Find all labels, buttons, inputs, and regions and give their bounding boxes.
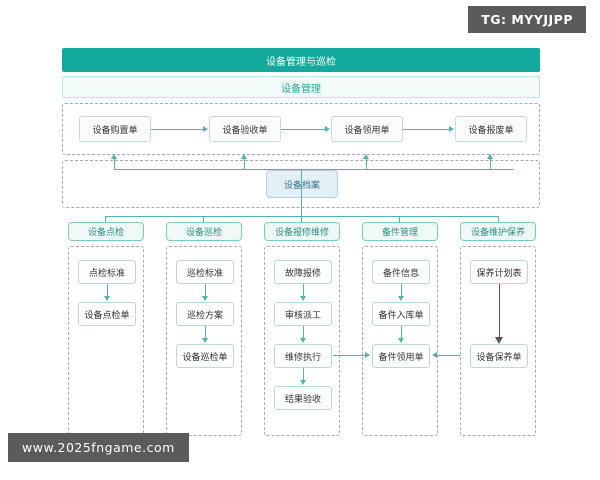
columns-zone: 设备点检 点检标准 设备点检单 设备巡检 巡检标准 巡检方案 设备巡检单 设备报…: [62, 216, 540, 436]
column-header-equipment-repair[interactable]: 设备报修维修: [264, 222, 340, 241]
watermark-bottom-left: www.2025fngame.com: [8, 433, 189, 462]
connector-repair-to-requisition: [333, 355, 369, 356]
connector-c4-2-3: [401, 326, 402, 339]
node-repair-execution[interactable]: 维修执行: [274, 344, 332, 368]
stem-col-1: [105, 216, 106, 225]
node-review-dispatch[interactable]: 审核派工: [274, 302, 332, 326]
column-header-equipment-spotcheck[interactable]: 设备点检: [68, 222, 144, 241]
column-body-1: 点检标准 设备点检单: [68, 246, 144, 436]
archive-down-stem: [301, 185, 302, 217]
arrowhead-repair-to-requisition: [365, 351, 370, 358]
lifecycle-group: 设备购置单 设备验收单 设备领用单 设备报废单: [62, 103, 540, 155]
column-body-5: 保养计划表 设备保养单: [460, 246, 536, 436]
column-header-equipment-inspection[interactable]: 设备巡检: [166, 222, 242, 241]
connector-c1-1-2: [107, 284, 108, 297]
node-maintenance-plan-table[interactable]: 保养计划表: [470, 260, 528, 284]
feeder-purchase: [114, 158, 115, 170]
node-spare-part-requisition-order[interactable]: 备件领用单: [372, 344, 430, 368]
connector-purchase-to-acceptance: [151, 129, 204, 130]
arrowhead-c3-1-2: [299, 296, 306, 301]
arrowhead-c1-1-2: [103, 296, 110, 301]
arrowhead-c4-1-2: [397, 296, 404, 301]
connector-acceptance-to-issue: [281, 129, 326, 130]
stem-col-2: [203, 216, 204, 225]
stem-col-4: [399, 216, 400, 225]
node-spare-part-inbound-order[interactable]: 备件入库单: [372, 302, 430, 326]
node-equipment-purchase-order[interactable]: 设备购置单: [79, 116, 151, 142]
node-equipment-maintenance-order[interactable]: 设备保养单: [470, 344, 528, 368]
arrowhead-c4-2-3: [397, 338, 404, 343]
arrowhead-feeder-scrap: [486, 154, 493, 159]
arrowhead-issue-to-scrap: [449, 125, 454, 132]
stem-col-3: [301, 216, 302, 225]
column-body-4: 备件信息 备件入库单 备件领用单: [362, 246, 438, 436]
node-equipment-inspection-order[interactable]: 设备巡检单: [176, 344, 234, 368]
arrowhead-c2-1-2: [201, 296, 208, 301]
column-header-spare-parts[interactable]: 备件管理: [362, 222, 438, 241]
column-body-3: 故障报修 审核派工 维修执行 结果验收: [264, 246, 340, 436]
node-inspection-plan[interactable]: 巡检方案: [176, 302, 234, 326]
connector-c3-2-3: [303, 326, 304, 339]
node-result-acceptance[interactable]: 结果验收: [274, 386, 332, 410]
column-body-2: 巡检标准 巡检方案 设备巡检单: [166, 246, 242, 436]
archive-up-stem: [301, 169, 302, 187]
arrowhead-maintenance-to-requisition: [432, 351, 437, 358]
connector-c2-2-3: [205, 326, 206, 339]
arrowhead-c2-2-3: [201, 338, 208, 343]
arrowhead-c3-3-4: [299, 380, 306, 385]
node-equipment-acceptance-order[interactable]: 设备验收单: [209, 116, 281, 142]
node-equipment-issue-order[interactable]: 设备领用单: [331, 116, 403, 142]
diagram-title: 设备管理与巡检: [62, 48, 540, 72]
connector-issue-to-scrap: [403, 129, 450, 130]
stem-col-5: [498, 216, 499, 225]
arrowhead-feeder-acceptance: [240, 154, 247, 159]
node-spare-part-info[interactable]: 备件信息: [372, 260, 430, 284]
feeder-acceptance: [244, 158, 245, 170]
node-inspection-standard[interactable]: 巡检标准: [176, 260, 234, 284]
arrowhead-c5-1-2: [494, 337, 503, 344]
arrowhead-feeder-issue: [362, 154, 369, 159]
diagram-subtitle: 设备管理: [62, 76, 540, 98]
arrowhead-purchase-to-acceptance: [203, 125, 208, 132]
connector-c4-1-2: [401, 284, 402, 297]
connector-c5-1-2: [498, 284, 500, 338]
node-spotcheck-standard[interactable]: 点检标准: [78, 260, 136, 284]
watermark-top-right: TG: MYYJJPP: [468, 6, 586, 33]
arrowhead-acceptance-to-issue: [325, 125, 330, 132]
connector-c2-1-2: [205, 284, 206, 297]
node-fault-report[interactable]: 故障报修: [274, 260, 332, 284]
archive-up-bus: [114, 169, 514, 170]
flowchart-diagram: 设备管理与巡检 设备管理 设备购置单 设备验收单 设备领用单 设备报废单 设备档…: [62, 48, 540, 436]
column-header-equipment-maintenance[interactable]: 设备维护保养: [460, 222, 536, 241]
connector-c3-3-4: [303, 368, 304, 381]
feeder-issue: [366, 158, 367, 170]
node-equipment-archive[interactable]: 设备档案: [266, 170, 338, 198]
feeder-scrap: [490, 158, 491, 170]
arrowhead-feeder-purchase: [110, 154, 117, 159]
arrowhead-c3-2-3: [299, 338, 306, 343]
node-equipment-scrap-order[interactable]: 设备报废单: [455, 116, 527, 142]
connector-c3-1-2: [303, 284, 304, 297]
node-equipment-spotcheck-order[interactable]: 设备点检单: [78, 302, 136, 326]
